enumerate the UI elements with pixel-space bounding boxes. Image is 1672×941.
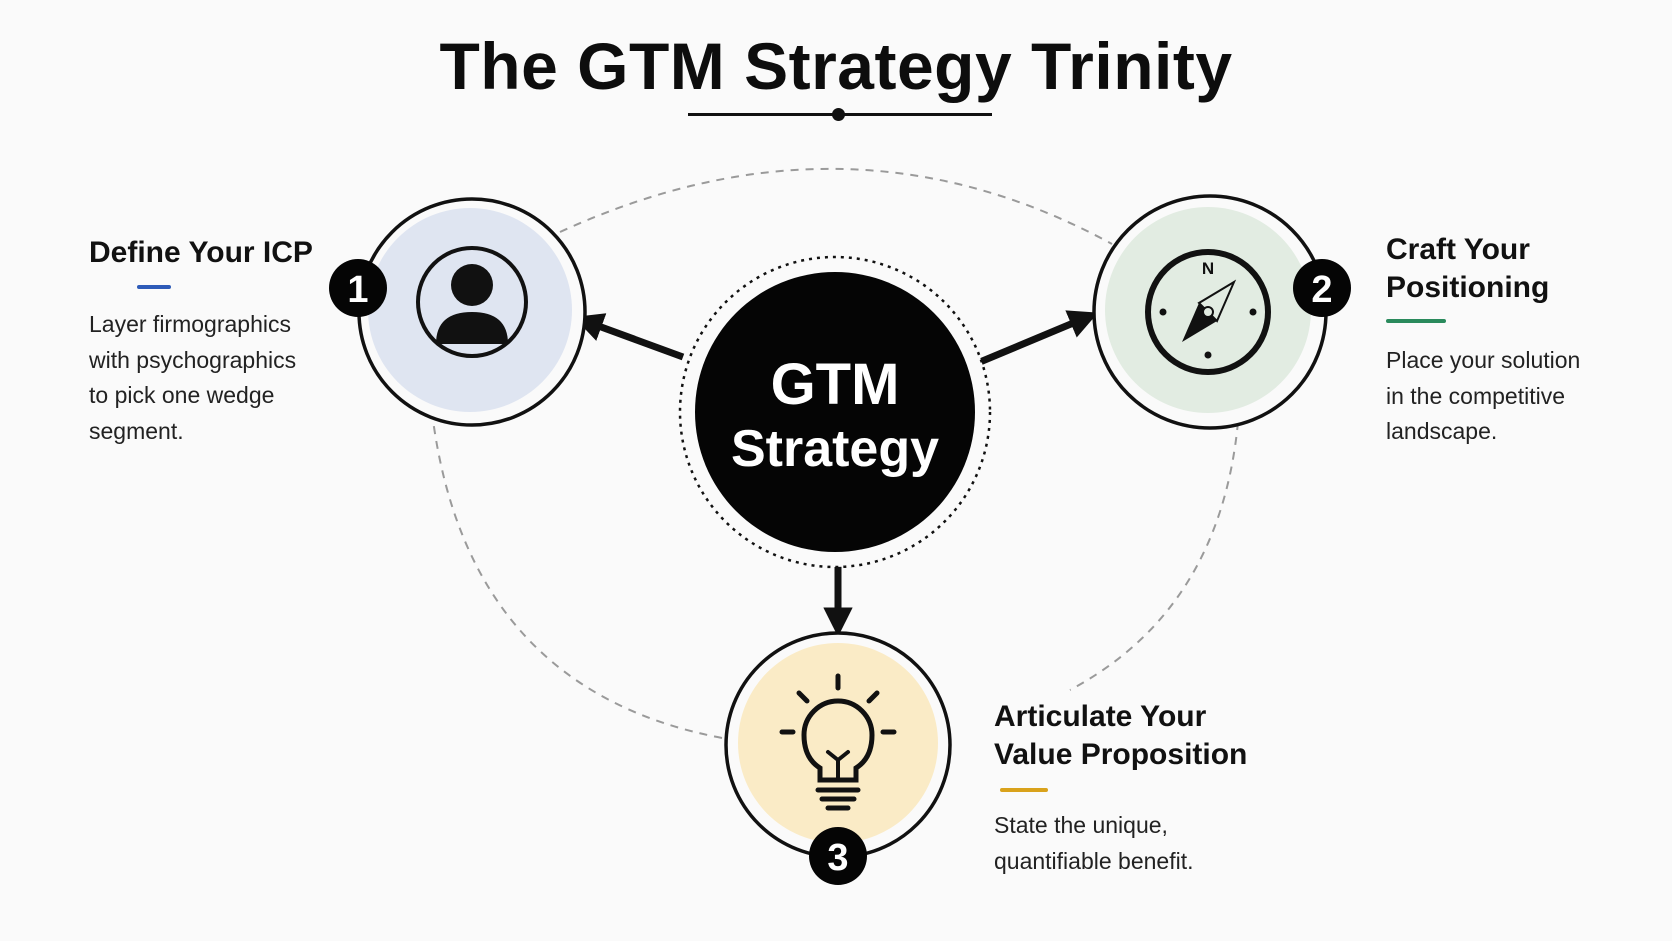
step-2-node: N 2: [1092, 194, 1351, 430]
step-2-heading: Craft Your Positioning: [1386, 231, 1549, 307]
step-1-fill: [368, 208, 572, 412]
center-label-line1: GTM: [771, 352, 900, 417]
center-label-line2: Strategy: [731, 420, 939, 478]
page-title: The GTM Strategy Trinity: [439, 29, 1233, 103]
step-3-heading-line: Value Proposition: [994, 738, 1248, 771]
compass-north-label: N: [1202, 259, 1214, 278]
step-3-heading-line: Articulate Your: [994, 700, 1207, 733]
step-3-fill: [738, 643, 938, 843]
step-3-number-badge: [809, 827, 867, 885]
step-1-description-line: segment.: [89, 417, 184, 444]
arrow-to-step-2: [978, 310, 1099, 366]
step-3-heading: Articulate Your Value Proposition: [994, 698, 1247, 774]
step-3-node: 3: [724, 631, 952, 885]
step-2-description-line: in the competitive: [1386, 382, 1565, 409]
title-underline-dot: [832, 108, 845, 121]
person-icon: [416, 246, 528, 358]
step-1-description-line: Layer firmographics: [89, 311, 291, 337]
step-1-accent-rule: [137, 285, 171, 289]
step-3-description: State the unique, quantifiable benefit.: [994, 808, 1194, 879]
step-1-description-line: with psychographics: [89, 346, 297, 373]
center-hub: GTM Strategy: [678, 255, 992, 569]
step-3-description-line: quantifiable benefit.: [994, 847, 1194, 874]
dashed-cycle-path: [432, 167, 1239, 739]
step-3-accent-rule: [1000, 788, 1048, 792]
compass-icon: N: [1145, 249, 1271, 375]
step-2-description: Place your solution in the competitive l…: [1386, 343, 1580, 450]
step-2-heading-line: Positioning: [1386, 271, 1550, 304]
lightbulb-icon: [779, 673, 897, 811]
step-1-heading-line: Define Your ICP: [89, 236, 313, 269]
step-1-number-badge: [329, 259, 387, 317]
step-2-number-badge: [1293, 259, 1351, 317]
step-3-description-line: State the unique,: [994, 812, 1168, 838]
step-1-node: 1: [329, 197, 587, 427]
center-circle: [695, 272, 975, 552]
step-1-description: Layer firmographics with psychographics …: [89, 307, 296, 449]
step-3-number: 3: [827, 837, 848, 879]
step-2-heading-line: Craft Your: [1386, 233, 1530, 266]
step-1-heading: Define Your ICP: [89, 234, 313, 272]
step-2-description-line: Place your solution: [1386, 347, 1581, 373]
step-2-description-line: landscape.: [1386, 418, 1498, 444]
step-2-accent-rule: [1386, 319, 1446, 323]
step-2-number: 2: [1311, 269, 1332, 311]
step-1-description-line: to pick one wedge: [89, 382, 275, 408]
arrow-to-step-1: [573, 313, 685, 361]
step-1-number: 1: [347, 269, 368, 311]
